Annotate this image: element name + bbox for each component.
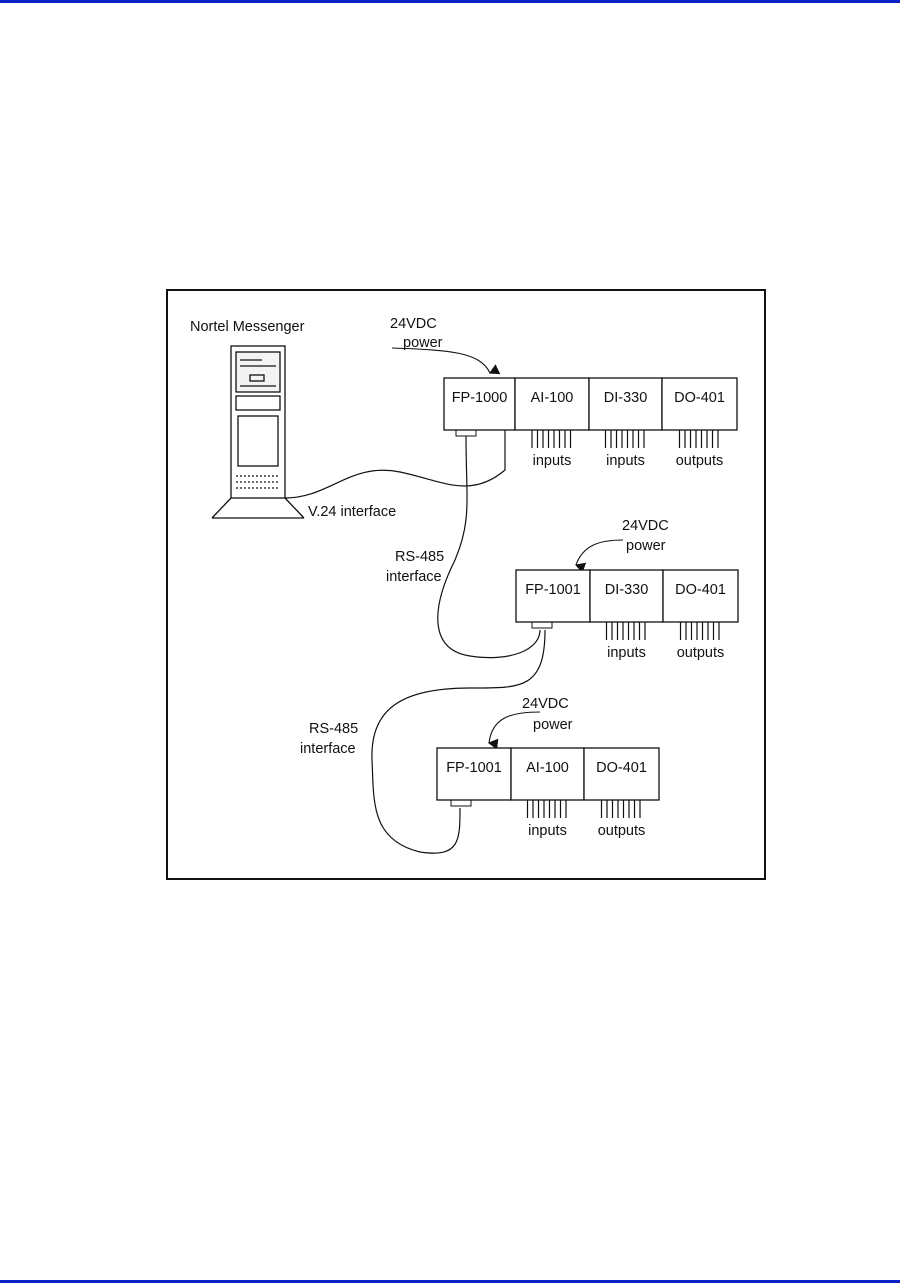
module-box <box>661 377 738 431</box>
module-label: DI-330 <box>605 582 649 598</box>
power-label: 24VDC <box>522 696 569 712</box>
power-label: 24VDC <box>622 518 669 534</box>
io-label: inputs <box>533 453 572 469</box>
power-arrow-icon <box>574 539 624 574</box>
rs485-cable-2 <box>371 629 546 854</box>
module-box <box>583 747 660 801</box>
power-arrow-icon <box>391 347 501 375</box>
port-connector <box>455 429 477 437</box>
io-label: inputs <box>528 823 567 839</box>
module-label: DO-401 <box>675 582 726 598</box>
module-label: AI-100 <box>531 390 574 406</box>
rs485-label-1: RS-485 <box>395 549 444 565</box>
v24-cable <box>284 430 506 499</box>
io-label: outputs <box>677 645 725 661</box>
diagram-frame <box>166 289 766 880</box>
io-label: outputs <box>676 453 724 469</box>
footer-rule <box>0 1280 900 1283</box>
power-label-sub: power <box>403 335 443 351</box>
module-box <box>515 569 591 623</box>
module-label: FP-1001 <box>525 582 581 598</box>
v24-interface-label: V.24 interface <box>308 504 396 520</box>
rs485-label-2-sub: interface <box>300 741 356 757</box>
module-label: DI-330 <box>604 390 648 406</box>
power-arrow-icon <box>487 711 541 750</box>
module-box <box>514 377 590 431</box>
module-label: DO-401 <box>674 390 725 406</box>
rs485-cable-1 <box>437 433 541 659</box>
io-label: outputs <box>598 823 646 839</box>
power-label-sub: power <box>626 538 666 554</box>
header-rule <box>0 0 900 3</box>
server-rack-icon <box>211 345 305 519</box>
io-label: inputs <box>606 453 645 469</box>
power-label-sub: power <box>533 717 573 733</box>
module-box <box>589 569 664 623</box>
port-connector <box>450 799 472 807</box>
module-box <box>588 377 663 431</box>
rs485-label-2: RS-485 <box>309 721 358 737</box>
port-connector <box>531 621 553 629</box>
module-label: FP-1000 <box>452 390 508 406</box>
server-label: Nortel Messenger <box>190 319 305 335</box>
module-box <box>510 747 585 801</box>
module-box <box>436 747 512 801</box>
module-label: DO-401 <box>596 760 647 776</box>
module-label: AI-100 <box>526 760 569 776</box>
cables <box>284 430 546 854</box>
rs485-label-1-sub: interface <box>386 569 442 585</box>
io-label: inputs <box>607 645 646 661</box>
module-label: FP-1001 <box>446 760 502 776</box>
power-label: 24VDC <box>390 316 437 332</box>
module-box <box>662 569 739 623</box>
